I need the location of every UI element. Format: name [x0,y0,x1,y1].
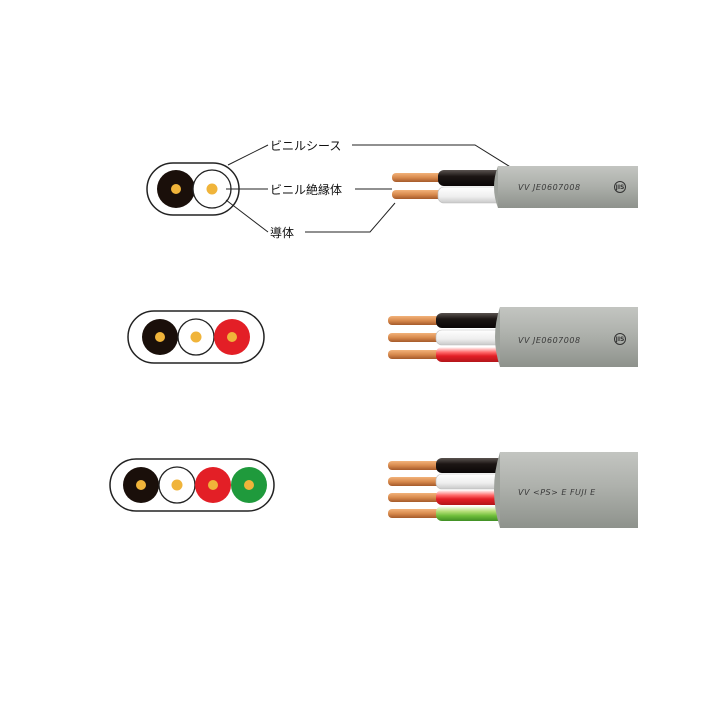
conductor-in-red [208,480,218,490]
copper-wire-2 [388,477,440,486]
cable-four-core: VV <PS> E FUJI E [109,452,638,528]
copper-wire-1 [392,173,442,182]
sheath-marking: VV JE0607008 [518,336,581,345]
jis-logo: JIS [614,333,626,345]
label-vinyl-insulation: ビニル絶縁体 [270,182,342,197]
copper-wire-1 [388,461,440,470]
jis-logo: JIS [614,181,626,193]
svg-text:JIS: JIS [615,184,625,191]
side-view-three-core: VV JE0607008 JIS [388,307,638,367]
sheath-marking: VV <PS> E FUJI E [518,488,596,497]
copper-wire-3 [388,493,440,502]
conductor-in-black [171,184,181,194]
svg-text:JIS: JIS [615,336,625,343]
cross-section-four-core [109,458,275,512]
conductor-in-white [171,479,183,491]
copper-wire-2 [392,190,442,199]
label-vinyl-sheath: ビニルシース [270,139,341,153]
cable-two-core: ビニルシース ビニル絶縁体 導体 VV JE0607008 JIS [146,139,638,240]
insulation-green [436,506,506,521]
sheath-marking: VV JE0607008 [518,183,581,192]
leader-lines [225,144,513,233]
copper-wire-1 [388,316,440,325]
side-view-two-core: VV JE0607008 JIS [392,166,638,208]
cross-section-three-core [127,310,265,364]
copper-wire-2 [388,333,440,342]
conductor-in-black [136,480,146,490]
conductor-in-white [206,183,218,195]
side-view-four-core: VV <PS> E FUJI E [388,452,638,528]
outer-sheath [500,452,638,528]
insulation-red [436,347,506,362]
conductor-in-red [227,332,237,342]
label-conductor: 導体 [270,226,294,240]
insulation-black [436,458,506,473]
insulation-black [436,313,506,328]
copper-wire-3 [388,350,440,359]
cable-three-core: VV JE0607008 JIS [127,307,638,367]
insulation-red [436,490,506,505]
copper-wire-4 [388,509,440,518]
conductor-in-black [155,332,165,342]
cross-section-two-core [146,162,240,216]
conductor-in-green [244,480,254,490]
conductor-in-white [190,331,202,343]
insulation-black [438,170,504,186]
